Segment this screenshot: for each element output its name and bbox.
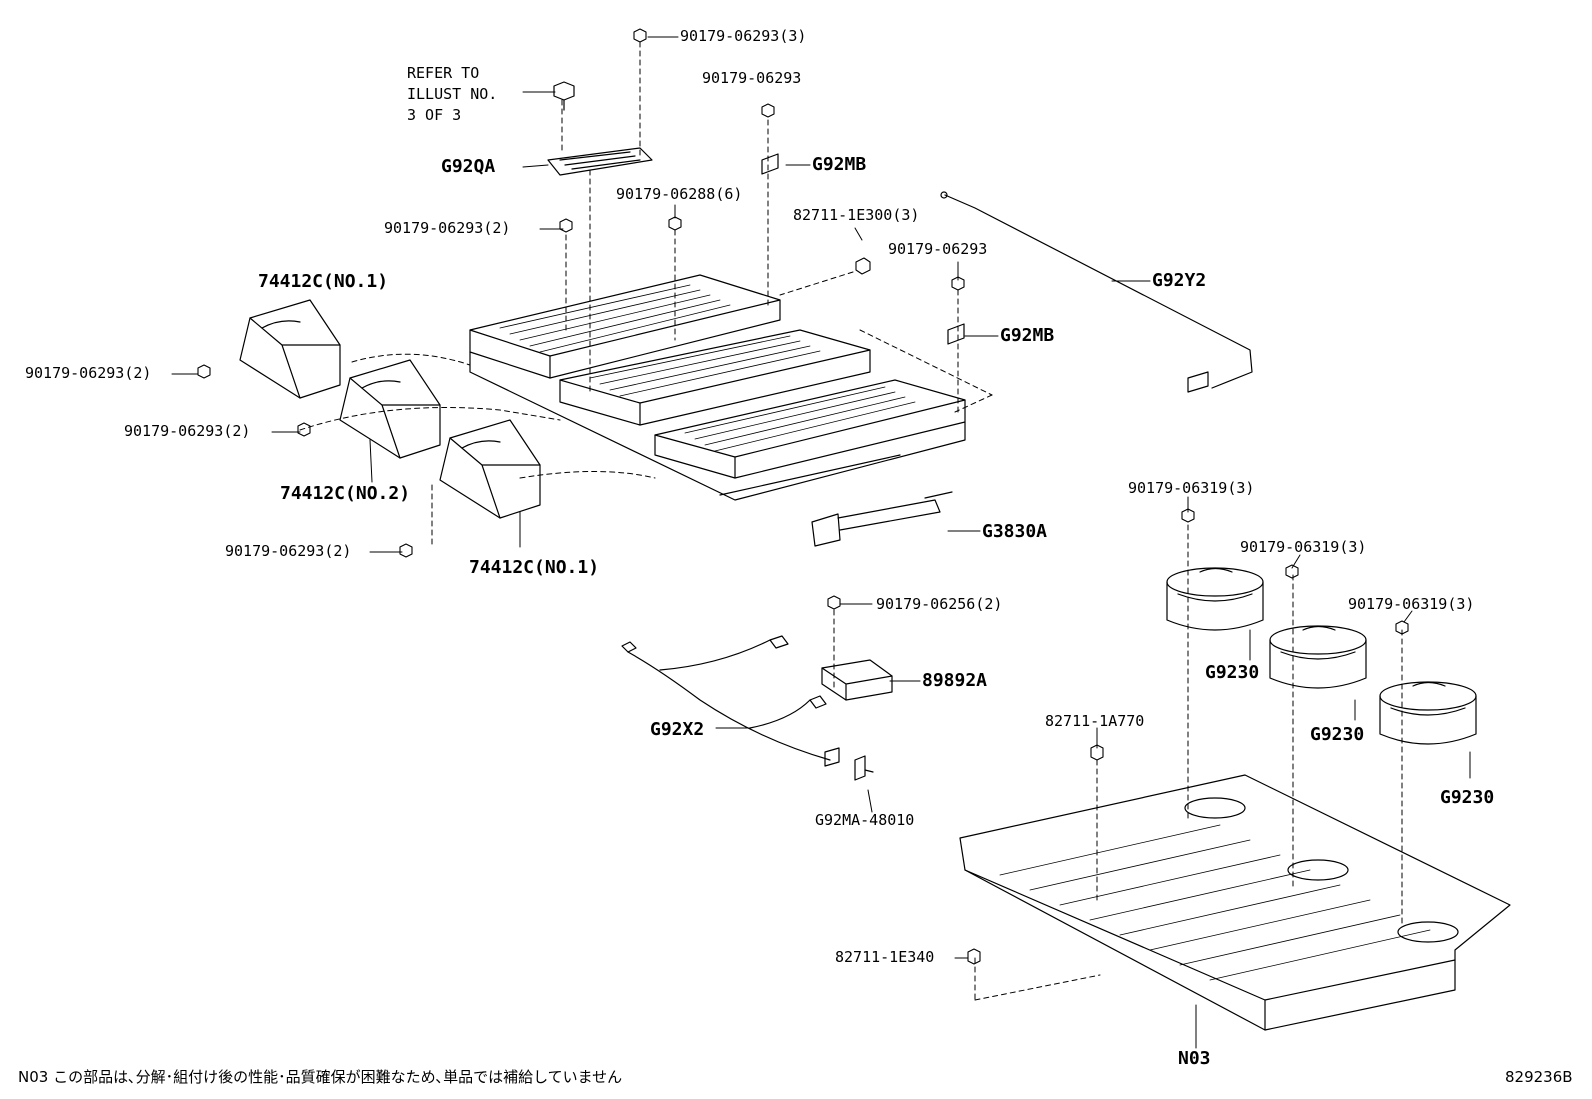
refer-note: REFER TO ILLUST NO. 3 OF 3 [407,66,497,129]
label-cover-no2[interactable]: 74412C(NO.2) [280,483,411,504]
label-blower-1[interactable]: G9230 [1205,662,1260,683]
blower-g9230-3 [1379,681,1477,745]
label-g92y2[interactable]: G92Y2 [1152,270,1207,291]
label-nut-left-2[interactable]: 90179-06293(2) [384,219,511,237]
footer-supply-note: N03 この部品は､分解･組付け後の性能･品質確保が困難なため､単品では補給して… [18,1068,623,1086]
label-top-nut-3[interactable]: 90179-06293(3) [680,27,807,45]
g92ma-bracket [854,755,874,781]
leader-lines [171,36,1471,1049]
label-blower-2[interactable]: G9230 [1310,724,1365,745]
cover-74412c-no2 [339,359,441,459]
label-blower-3[interactable]: G9230 [1440,787,1495,808]
refer-note-line-2: ILLUST NO. [407,85,498,103]
label-bracket-g92ma[interactable]: G92MA-48010 [815,811,915,829]
battery-tray-n03 [959,774,1511,1031]
refer-note-line-3: 3 OF 3 [407,106,462,124]
label-nut-cover3[interactable]: 90179-06293(2) [225,542,352,560]
label-g92mb-2[interactable]: G92MB [1000,325,1055,346]
g92y2-cable [940,191,1253,393]
g92x2-wire-harness [621,635,840,767]
label-nut-cover1[interactable]: 90179-06293(2) [25,364,152,382]
blower-g9230-1 [1166,567,1264,631]
label-clip-1a770[interactable]: 82711-1A770 [1045,712,1145,730]
label-clip-1e300[interactable]: 82711-1E300(3) [793,206,920,224]
cover-74412c-no1-bottom [439,419,541,519]
fastener-nuts [197,28,1409,965]
g92mb-brackets [761,153,965,345]
label-nut-6319-a[interactable]: 90179-06319(3) [1128,479,1255,497]
label-nut-upper-mid[interactable]: 90179-06293 [702,69,802,87]
g3830a-part [811,491,953,547]
label-nut-6288[interactable]: 90179-06288(6) [616,185,743,203]
illustration-number: 829236B [1505,1068,1573,1086]
label-g92mb-1[interactable]: G92MB [812,154,867,175]
label-nut-6319-c[interactable]: 90179-06319(3) [1348,595,1475,613]
label-cover-no1-top[interactable]: 74412C(NO.1) [258,271,389,292]
g92qa-plate [547,147,653,176]
ecu-89892a [821,659,893,701]
assembly-guide-lines [299,41,1403,1001]
label-nut-6319-b[interactable]: 90179-06319(3) [1240,538,1367,556]
sensor-part [553,81,575,111]
label-nut-cover2[interactable]: 90179-06293(2) [124,422,251,440]
cover-74412c-no1-top [239,299,341,399]
label-clip-1e340[interactable]: 82711-1E340 [835,948,935,966]
label-tray-n03[interactable]: N03 [1178,1048,1211,1069]
battery-module-assembly [469,274,966,501]
blower-g9230-2 [1269,625,1367,689]
label-cover-no1-bottom[interactable]: 74412C(NO.1) [469,557,600,578]
refer-note-line-1: REFER TO [407,64,480,82]
label-nut-right[interactable]: 90179-06293 [888,240,988,258]
label-g92qa[interactable]: G92QA [441,156,496,177]
label-g92x2[interactable]: G92X2 [650,719,705,740]
label-nut-6256[interactable]: 90179-06256(2) [876,595,1003,613]
label-g3830a[interactable]: G3830A [982,521,1048,542]
label-ecu-89892a[interactable]: 89892A [922,670,988,691]
